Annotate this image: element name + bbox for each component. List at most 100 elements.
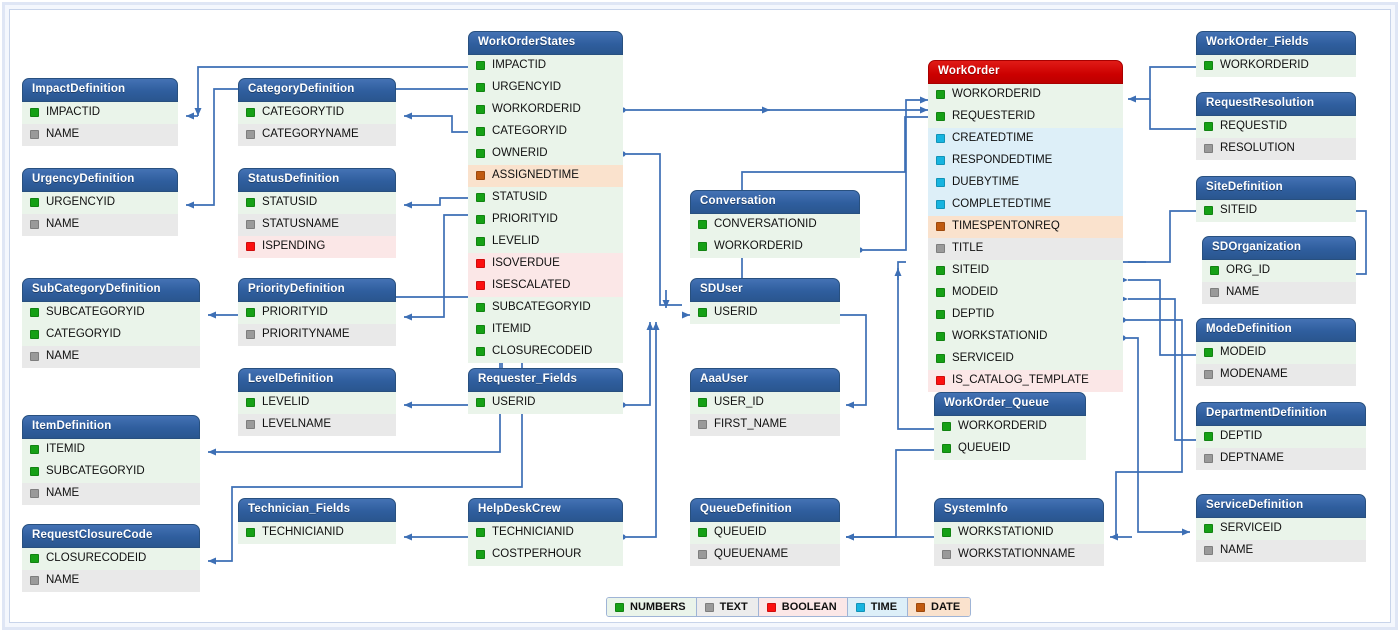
column-row[interactable]: USERID [468, 391, 623, 414]
column-row[interactable]: SUBCATEGORYID [468, 296, 623, 319]
column-row[interactable]: CLOSURECODEID [22, 547, 200, 570]
column-row[interactable]: QUEUEID [690, 521, 840, 544]
column-row[interactable]: PRIORITYID [468, 208, 623, 231]
table-header-technician-fields[interactable]: Technician_Fields [238, 498, 396, 522]
column-row[interactable]: SUBCATEGORYID [22, 301, 200, 324]
table-header-impact-definition[interactable]: ImpactDefinition [22, 78, 178, 102]
table-header-work-order-states[interactable]: WorkOrderStates [468, 31, 623, 55]
column-row[interactable]: DEPTID [928, 303, 1123, 326]
column-row[interactable]: CONVERSATIONID [690, 213, 860, 236]
column-row[interactable]: URGENCYID [468, 76, 623, 99]
column-row[interactable]: SITEID [928, 259, 1123, 282]
column-row[interactable]: LEVELID [238, 391, 396, 414]
table-header-request-closure-code[interactable]: RequestClosureCode [22, 524, 200, 548]
column-row[interactable]: WORKORDERID [690, 235, 860, 258]
column-row[interactable]: MODEID [928, 281, 1123, 304]
column-row[interactable]: IMPACTID [468, 54, 623, 77]
table-header-sub-category-definition[interactable]: SubCategoryDefinition [22, 278, 200, 302]
column-row[interactable]: ISOVERDUE [468, 252, 623, 275]
column-row[interactable]: COMPLETEDTIME [928, 193, 1123, 216]
column-row[interactable]: NAME [1196, 539, 1366, 562]
column-row[interactable]: PRIORITYNAME [238, 323, 396, 346]
table-header-request-resolution[interactable]: RequestResolution [1196, 92, 1356, 116]
column-row[interactable]: NAME [22, 569, 200, 592]
table-header-aaa-user[interactable]: AaaUser [690, 368, 840, 392]
table-header-conversation[interactable]: Conversation [690, 190, 860, 214]
table-header-work-order[interactable]: WorkOrder [928, 60, 1123, 84]
column-row[interactable]: DUEBYTIME [928, 171, 1123, 194]
table-header-requester-fields[interactable]: Requester_Fields [468, 368, 623, 392]
table-header-work-order-fields[interactable]: WorkOrder_Fields [1196, 31, 1356, 55]
column-row[interactable]: SUBCATEGORYID [22, 460, 200, 483]
column-row[interactable]: QUEUEID [934, 437, 1086, 460]
column-row[interactable]: IMPACTID [22, 101, 178, 124]
table-header-mode-definition[interactable]: ModeDefinition [1196, 318, 1356, 342]
column-row[interactable]: LEVELNAME [238, 413, 396, 436]
column-row[interactable]: USERID [690, 301, 840, 324]
table-header-sd-user[interactable]: SDUser [690, 278, 840, 302]
column-row[interactable]: CATEGORYTID [238, 101, 396, 124]
column-row[interactable]: NAME [1202, 281, 1356, 304]
table-header-sd-organization[interactable]: SDOrganization [1202, 236, 1356, 260]
column-row[interactable]: REQUESTID [1196, 115, 1356, 138]
column-row[interactable]: TECHNICIANID [238, 521, 396, 544]
column-row[interactable]: WORKSTATIONID [928, 325, 1123, 348]
column-row[interactable]: COSTPERHOUR [468, 543, 623, 566]
column-row[interactable]: TIMESPENTONREQ [928, 215, 1123, 238]
column-row[interactable]: IS_CATALOG_TEMPLATE [928, 369, 1123, 392]
column-row[interactable]: STATUSNAME [238, 213, 396, 236]
table-header-item-definition[interactable]: ItemDefinition [22, 415, 200, 439]
column-row[interactable]: ITEMID [468, 318, 623, 341]
column-row[interactable]: WORKSTATIONNAME [934, 543, 1104, 566]
table-header-service-definition[interactable]: ServiceDefinition [1196, 494, 1366, 518]
column-row[interactable]: ASSIGNEDTIME [468, 164, 623, 187]
column-row[interactable]: WORKORDERID [1196, 54, 1356, 77]
column-row[interactable]: SITEID [1196, 199, 1356, 222]
column-row[interactable]: STATUSID [468, 186, 623, 209]
column-row[interactable]: CATEGORYNAME [238, 123, 396, 146]
column-row[interactable]: NAME [22, 345, 200, 368]
column-row[interactable]: MODENAME [1196, 363, 1356, 386]
column-row[interactable]: OWNERID [468, 142, 623, 165]
column-row[interactable]: RESOLUTION [1196, 137, 1356, 160]
column-row[interactable]: WORKSTATIONID [934, 521, 1104, 544]
table-header-category-definition[interactable]: CategoryDefinition [238, 78, 396, 102]
column-row[interactable]: DEPTNAME [1196, 447, 1366, 470]
column-row[interactable]: PRIORITYID [238, 301, 396, 324]
column-row[interactable]: CATEGORYID [22, 323, 200, 346]
column-row[interactable]: ISESCALATED [468, 274, 623, 297]
table-header-priority-definition[interactable]: PriorityDefinition [238, 278, 396, 302]
column-row[interactable]: USER_ID [690, 391, 840, 414]
column-row[interactable]: LEVELID [468, 230, 623, 253]
column-row[interactable]: URGENCYID [22, 191, 178, 214]
column-row[interactable]: STATUSID [238, 191, 396, 214]
column-row[interactable]: REQUESTERID [928, 105, 1123, 128]
column-row[interactable]: CLOSURECODEID [468, 340, 623, 363]
table-header-status-definition[interactable]: StatusDefinition [238, 168, 396, 192]
column-row[interactable]: ORG_ID [1202, 259, 1356, 282]
column-row[interactable]: NAME [22, 482, 200, 505]
column-row[interactable]: CREATEDTIME [928, 127, 1123, 150]
column-row[interactable]: RESPONDEDTIME [928, 149, 1123, 172]
table-header-work-order-queue[interactable]: WorkOrder_Queue [934, 392, 1086, 416]
